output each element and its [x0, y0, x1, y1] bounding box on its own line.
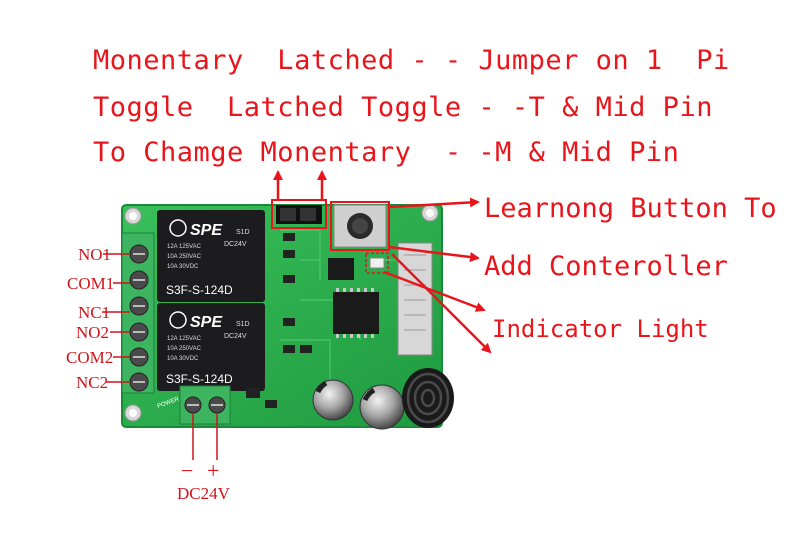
jumper-highlight: [271, 199, 327, 229]
svg-text:S1D: S1D: [236, 229, 250, 236]
power-voltage-label: DC24V: [177, 484, 230, 503]
relay-2-brand: SPE: [190, 314, 223, 331]
relay-1-brand: SPE: [190, 222, 223, 239]
terminal-label-com2: COM2: [66, 348, 114, 367]
svg-text:10A 250VAC: 10A 250VAC: [167, 346, 202, 352]
relay-2: SPE S1D 12A 125VAC 10A 250VAC 10A 30VDC …: [157, 303, 265, 391]
svg-text:S1D: S1D: [236, 321, 250, 328]
ic-chips: [328, 258, 379, 338]
indicator-led: [369, 257, 385, 269]
learn-button: [333, 204, 387, 248]
relay-2-model: S3F-S-124D: [166, 372, 233, 386]
svg-text:10A 250VAC: 10A 250VAC: [167, 254, 202, 260]
learn-button-highlight: [330, 201, 390, 251]
svg-text:DC24V: DC24V: [224, 241, 247, 248]
terminal-label-nc2: NC2: [76, 373, 109, 392]
terminal-label-no1: NO1: [78, 245, 112, 264]
terminal-label-no2: NO2: [76, 323, 110, 342]
capacitors: [312, 379, 405, 430]
antenna-coil: [402, 368, 454, 428]
relay-1: SPE S1D 12A 125VAC 10A 250VAC 10A 30VDC …: [157, 210, 265, 302]
power-terminal: POWER: [157, 385, 231, 425]
svg-text:12A 125VAC: 12A 125VAC: [167, 336, 202, 342]
learn-button-callout: Learnong Button To: [484, 193, 777, 224]
svg-text:DC24V: DC24V: [224, 333, 247, 340]
relay-1-model: S3F-S-124D: [166, 283, 233, 297]
svg-text:10A 30VDC: 10A 30VDC: [167, 356, 199, 362]
mode-line-toggle: Toggle Latched Toggle - -T & Mid Pin: [93, 92, 713, 123]
svg-text:10A 30VDC: 10A 30VDC: [167, 264, 199, 270]
indicator-highlight: [365, 252, 389, 274]
power-plus-label: +: [207, 458, 220, 483]
mode-line-momentary: Monentary Latched - - Jumper on 1 Pi: [93, 45, 730, 76]
receiver-module: [397, 242, 433, 356]
mode-line-change: To Chamge Monentary - -M & Mid Pin: [93, 137, 680, 168]
terminal-label-nc1: NC1: [78, 303, 111, 322]
power-minus-label: −: [181, 458, 194, 483]
indicator-light-callout: Indicator Light: [492, 315, 709, 343]
add-controller-callout: Add Conteroller: [484, 251, 728, 282]
terminal-label-com1: COM1: [67, 274, 115, 293]
jumper-header: [276, 205, 322, 224]
terminal-block: [121, 232, 155, 394]
svg-text:12A 125VAC: 12A 125VAC: [167, 244, 202, 250]
mounting-holes: [124, 204, 439, 422]
